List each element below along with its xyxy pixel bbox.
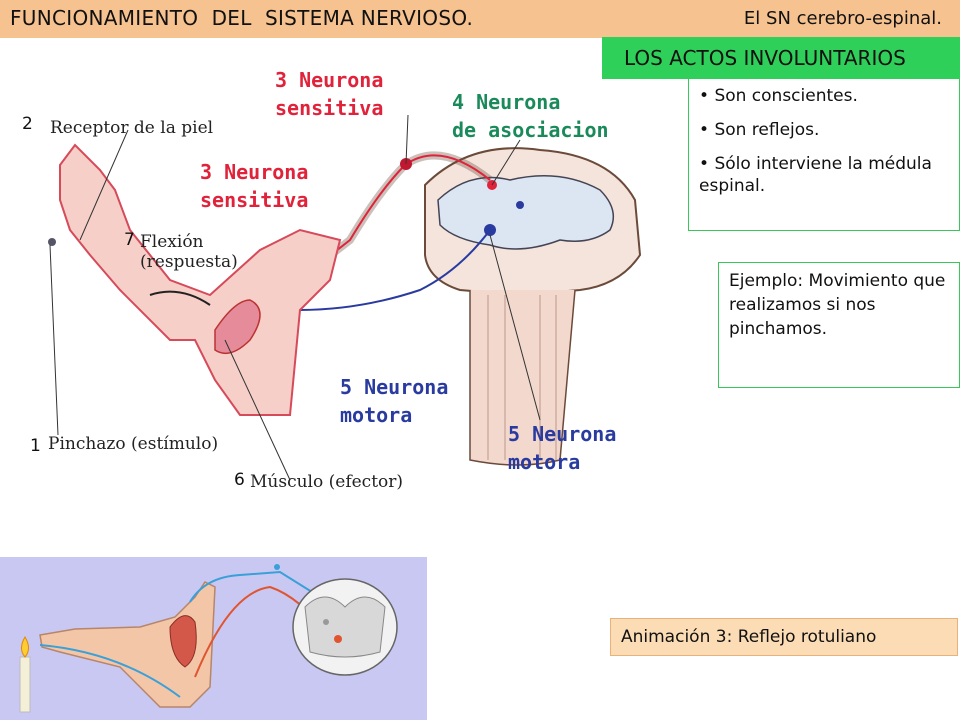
- section-banner: LOS ACTOS INVOLUNTARIOS: [602, 37, 960, 79]
- properties-box: Son conscientes. Son reflejos. Sólo inte…: [688, 79, 960, 231]
- reflex-arc-diagram: 3 Neurona sensitiva 4 Neurona de asociac…: [0, 40, 660, 514]
- page-subtitle: El SN cerebro-espinal.: [743, 8, 942, 29]
- reflex-animation-illustration: [19, 564, 398, 713]
- property-item: Son reflejos.: [699, 119, 959, 141]
- number-receptor: 2: [22, 114, 33, 134]
- property-item: Son conscientes.: [699, 85, 959, 107]
- label-sensory-neuron-top: 3 Neurona sensitiva: [275, 68, 384, 120]
- page-title: FUNCIONAMIENTO DEL SISTEMA NERVIOSO.: [10, 6, 474, 30]
- number-muscle: 6: [234, 470, 245, 490]
- header-bar: FUNCIONAMIENTO DEL SISTEMA NERVIOSO. El …: [0, 0, 960, 38]
- example-box: Ejemplo: Movimiento que realizamos si no…: [718, 262, 960, 388]
- reflex-arc-illustration: [48, 114, 642, 481]
- label-sensory-neuron-mid: 3 Neurona sensitiva: [200, 160, 309, 212]
- number-stimulus: 1: [30, 436, 41, 456]
- label-flexion: Flexión (respuesta): [140, 232, 238, 272]
- label-muscle: Músculo (efector): [250, 472, 404, 492]
- spinal-cord-illustration: [424, 147, 642, 466]
- number-flexion: 7: [124, 230, 135, 250]
- label-association-neuron: 4 Neurona de asociacion: [452, 90, 609, 142]
- label-motor-neuron-mid: 5 Neurona motora: [340, 375, 449, 427]
- animation-preview[interactable]: [0, 557, 427, 720]
- property-item: Sólo interviene la médula espinal.: [699, 153, 959, 197]
- animation-link[interactable]: Animación 3: Reflejo rotuliano: [610, 618, 958, 656]
- label-motor-neuron-right: 5 Neurona motora: [508, 422, 617, 474]
- label-receptor: Receptor de la piel: [50, 118, 214, 138]
- label-stimulus: Pinchazo (estímulo): [48, 434, 219, 454]
- arm-illustration: [48, 143, 342, 416]
